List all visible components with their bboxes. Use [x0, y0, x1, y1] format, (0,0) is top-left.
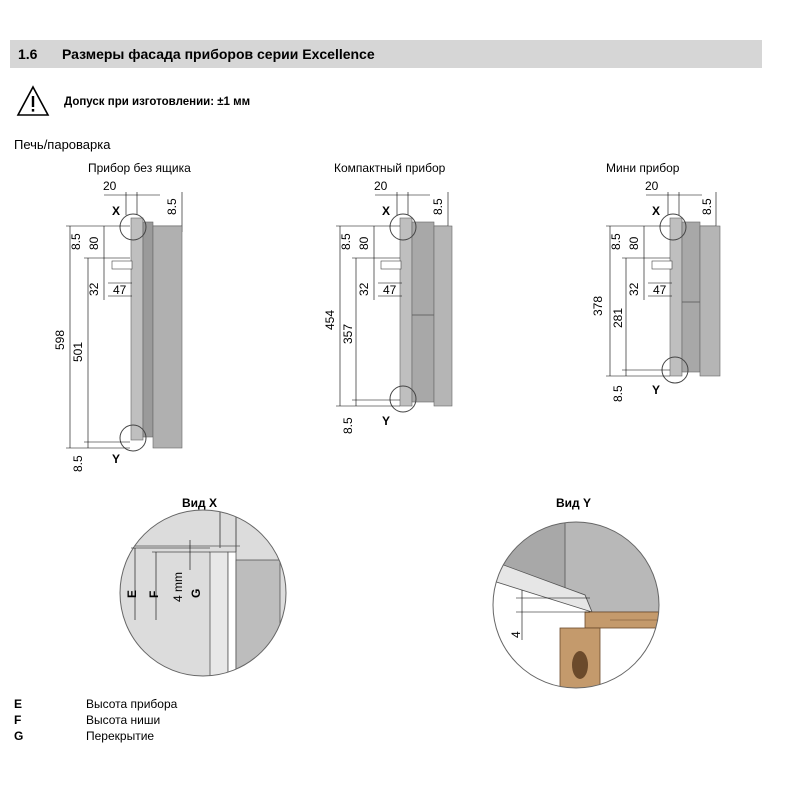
legend-key: G — [14, 729, 24, 743]
dim-top-offset-1: 20 — [103, 179, 117, 193]
dim-total-3: 378 — [591, 296, 605, 316]
view-y-marker-2: Y — [382, 414, 390, 428]
dim-mid-1: 501 — [71, 342, 85, 362]
device-title-1: Прибор без ящика — [88, 161, 191, 175]
tolerance-note: Допуск при изготовлении: ±1 мм — [64, 96, 251, 108]
dim-h80-2: 80 — [357, 236, 371, 250]
device-title-3: Мини прибор — [606, 161, 680, 175]
view-x-marker-2: X — [382, 204, 390, 218]
device-drawing-1: 20 8.5 X 8.5 80 32 47 598 501 8.5 Y — [53, 179, 183, 472]
dim-w47-1: 47 — [113, 283, 127, 297]
view-x-title: Вид X — [182, 496, 217, 510]
dim-top-gap-2: 8.5 — [431, 198, 445, 215]
dim-left-gap-1: 8.5 — [69, 233, 83, 250]
dim-mid-3: 281 — [611, 308, 625, 328]
device-drawing-2: 20 8.5 X 8.5 80 32 47 454 357 8.5 Y — [323, 179, 453, 434]
view-x-label-f: F — [147, 591, 161, 598]
view-x-marker-1: X — [112, 204, 120, 218]
view-x-label-g: G — [189, 589, 203, 598]
legend-value: Перекрытие — [86, 729, 155, 743]
section-subtitle: Печь/пароварка — [14, 137, 111, 152]
view-x-label-4mm: 4 mm — [171, 572, 185, 602]
legend-value: Высота ниши — [86, 713, 161, 727]
dim-w47-3: 47 — [653, 283, 667, 297]
dim-h80-1: 80 — [87, 236, 101, 250]
dim-w47-2: 47 — [383, 283, 397, 297]
dim-top-gap-3: 8.5 — [700, 198, 714, 215]
dim-bottom-gap-3: 8.5 — [611, 385, 625, 402]
view-y-marker-1: Y — [112, 452, 120, 466]
section-title: Размеры фасада приборов серии Excellence — [62, 46, 375, 62]
device-title-2: Компактный прибор — [334, 161, 446, 175]
dim-bottom-gap-1: 8.5 — [71, 455, 85, 472]
view-y-marker-3: Y — [652, 383, 660, 397]
dim-top-offset-3: 20 — [645, 179, 659, 193]
dim-h80-3: 80 — [627, 236, 641, 250]
dim-bottom-gap-2: 8.5 — [341, 417, 355, 434]
view-x-marker-3: X — [652, 204, 660, 218]
dim-total-1: 598 — [53, 330, 67, 350]
dim-mid-2: 357 — [341, 324, 355, 344]
legend-key: F — [14, 713, 22, 727]
legend-value: Высота прибора — [86, 697, 178, 711]
detail-views: Вид X E F 4 mm G Вид Y 4 — [119, 496, 660, 689]
dim-h32-1: 32 — [87, 282, 101, 296]
view-x-label-e: E — [125, 590, 139, 598]
section-number: 1.6 — [18, 46, 38, 62]
device-drawing-3: 20 8.5 X 8.5 80 32 47 378 281 8.5 Y — [591, 179, 721, 402]
view-x-detail — [120, 510, 286, 676]
dim-left-gap-2: 8.5 — [339, 233, 353, 250]
warning-triangle-icon — [16, 85, 50, 116]
view-y-title: Вид Y — [556, 496, 591, 510]
legend-key: E — [14, 697, 23, 711]
section-header: 1.6 Размеры фасада приборов серии Excell… — [10, 40, 762, 68]
dim-total-2: 454 — [323, 310, 337, 330]
dim-h32-2: 32 — [357, 282, 371, 296]
view-y-dim-4: 4 — [509, 631, 523, 638]
dim-top-offset-2: 20 — [374, 179, 388, 193]
dim-h32-3: 32 — [627, 282, 641, 296]
view-y-detail — [493, 522, 659, 688]
dim-left-gap-3: 8.5 — [609, 233, 623, 250]
device-drawings: 20 8.5 X 8.5 80 32 47 598 501 8.5 Y — [53, 179, 721, 472]
dim-top-gap-1: 8.5 — [165, 198, 179, 215]
